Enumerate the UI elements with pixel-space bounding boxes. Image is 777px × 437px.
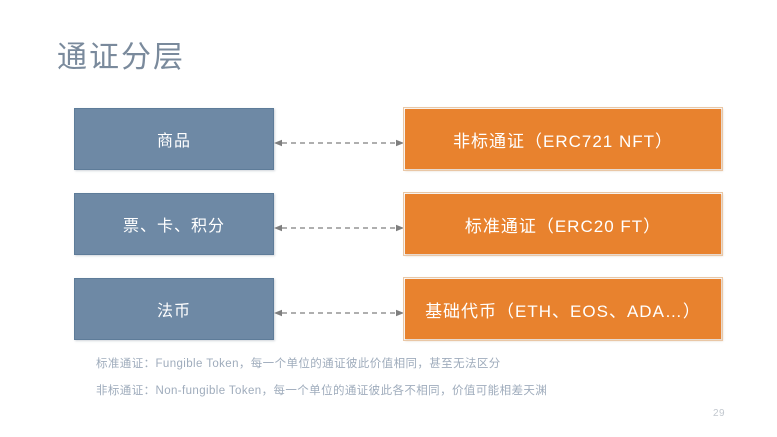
page-title: 通证分层: [57, 41, 185, 74]
diagram-row: 商品 非标通证（ERC721 NFT）: [0, 107, 777, 171]
diagram-row: 票、卡、积分 标准通证（ERC20 FT）: [0, 192, 777, 256]
right-token-label-0: 非标通证（ERC721 NFT）: [452, 131, 674, 151]
left-category-box-2[interactable]: 法币: [74, 278, 274, 340]
left-category-label-2: 法币: [156, 303, 191, 320]
double-arrow-dashed-icon: [274, 308, 404, 317]
diagram-row: 法币 基础代币（ETH、EOS、ADA…）: [0, 277, 777, 341]
left-category-label-0: 商品: [156, 133, 191, 150]
right-token-box-2[interactable]: 基础代币（ETH、EOS、ADA…）: [403, 277, 723, 341]
double-arrow-dashed-icon: [274, 138, 404, 147]
page-number: 29: [713, 408, 726, 419]
footnote-non-fungible: 非标通证：Non-fungible Token，每一个单位的通证彼此各不相同，价…: [96, 385, 548, 397]
footnote-fungible: 标准通证：Fungible Token，每一个单位的通证彼此价值相同，甚至无法区…: [96, 358, 501, 370]
double-arrow-dashed-icon: [274, 223, 404, 232]
left-category-label-1: 票、卡、积分: [122, 218, 225, 235]
left-category-box-0[interactable]: 商品: [74, 108, 274, 170]
right-token-label-1: 标准通证（ERC20 FT）: [464, 216, 662, 236]
left-category-box-1[interactable]: 票、卡、积分: [74, 193, 274, 255]
right-token-box-1[interactable]: 标准通证（ERC20 FT）: [403, 192, 723, 256]
right-token-box-0[interactable]: 非标通证（ERC721 NFT）: [403, 107, 723, 171]
right-token-label-2: 基础代币（ETH、EOS、ADA…）: [425, 301, 701, 321]
